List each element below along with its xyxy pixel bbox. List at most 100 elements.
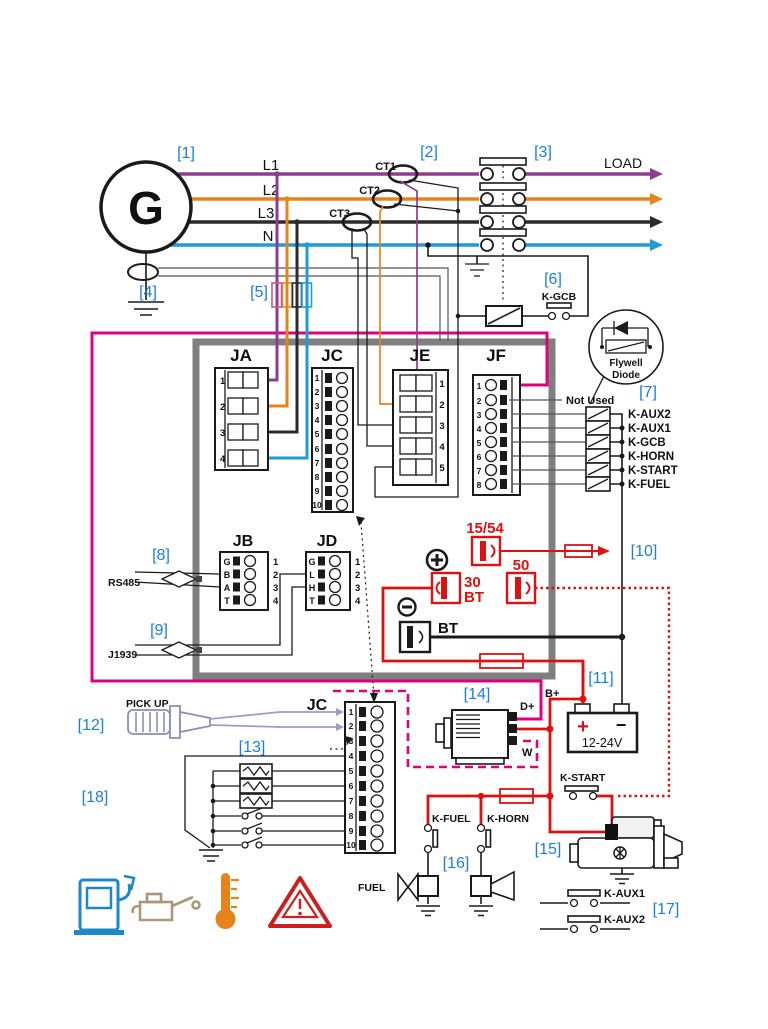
jc-pins: 1 2 3 4 5 6 7 8 9 10	[312, 371, 349, 512]
terminal-30-label: 30	[464, 574, 481, 591]
phase-label-l1: L1	[263, 157, 280, 174]
callout-15: [15]	[535, 841, 562, 858]
relay-khorn-label: K-HORN	[628, 451, 674, 463]
current-transformers: CT1 CT2 CT3	[329, 161, 461, 498]
k-fuel-contact-label: K-FUEL	[432, 813, 471, 825]
controller-box	[192, 338, 556, 680]
callout-8: [8]	[152, 547, 170, 564]
battery-plus: +	[577, 716, 589, 738]
relay-kfuel-label: K-FUEL	[628, 479, 670, 491]
svg-text:4: 4	[355, 596, 361, 607]
svg-text:7: 7	[477, 466, 482, 476]
callout-18: [18]	[82, 789, 109, 806]
load-arrow-n	[650, 239, 663, 251]
relay-kstart-label: K-START	[628, 465, 678, 477]
alternator: D+ W	[435, 701, 534, 765]
ct2-label: CT2	[359, 185, 380, 197]
svg-text:8: 8	[477, 480, 482, 490]
k-aux1-contact-label: K-AUX1	[604, 888, 645, 900]
jc-label: JC	[321, 346, 343, 365]
connector-ja: JA 1 2 3 4	[214, 346, 269, 471]
w-signal-dashed-route	[333, 689, 539, 769]
svg-text:2: 2	[273, 570, 278, 581]
svg-text:3: 3	[315, 401, 320, 411]
voltage-sense-loop	[90, 331, 549, 769]
je-label: JE	[410, 346, 431, 365]
callout-6: [6]	[544, 271, 562, 288]
callout-17: [17]	[653, 901, 680, 918]
svg-text:1: 1	[315, 373, 320, 383]
svg-text:1: 1	[349, 707, 354, 717]
callout-14: [14]	[464, 686, 491, 703]
ct3-label: CT3	[329, 208, 350, 220]
jd-label: JD	[317, 533, 337, 550]
svg-text:10: 10	[312, 500, 322, 510]
voltage-sense-drops	[268, 174, 313, 460]
line-fuses	[271, 282, 313, 308]
svg-text:2: 2	[349, 721, 354, 731]
jc-external-label: JC	[307, 697, 328, 714]
relay-outputs: Not Used K-AUX2 K-AUX1 K-GCB K-HORN K-ST…	[509, 395, 678, 704]
svg-text:1: 1	[439, 379, 445, 390]
svg-text:3: 3	[349, 736, 354, 746]
svg-text:6: 6	[315, 444, 320, 454]
generator: G	[99, 160, 449, 341]
k-horn-contact-label: K-HORN	[487, 813, 529, 825]
svg-text:8: 8	[349, 811, 354, 821]
callout-2: [2]	[420, 144, 438, 161]
pickup-label: PICK UP	[126, 698, 169, 710]
svg-text:4: 4	[439, 442, 445, 453]
ja-pin-1: 1	[220, 376, 226, 387]
svg-text:4: 4	[349, 751, 354, 761]
svg-text:T: T	[309, 596, 315, 606]
svg-text:10: 10	[346, 840, 356, 850]
callout-labels: [1] [2] [3] [4] [5] [6] [7] [8] [9] [11]…	[78, 144, 680, 918]
generator-ground-symbol	[128, 301, 164, 316]
k-aux2-contact-label: K-AUX2	[604, 914, 645, 926]
svg-text:4: 4	[273, 596, 279, 607]
svg-text:9: 9	[349, 826, 354, 836]
connector-jd: JD G L H T 1 2 3 4	[305, 533, 361, 611]
k-start-contact-label: K-START	[560, 772, 606, 784]
svg-text:1: 1	[477, 381, 482, 391]
connector-jf: JF 1 2 3 4 5 6 7 8	[472, 346, 521, 496]
oil-can-icon	[131, 892, 201, 922]
relay-kgcb-label: K-GCB	[628, 437, 666, 449]
callout-13: [13]	[239, 739, 266, 756]
svg-text:3: 3	[477, 410, 482, 420]
svg-text:7: 7	[349, 796, 354, 806]
svg-text:G: G	[308, 557, 315, 567]
svg-text:6: 6	[349, 781, 354, 791]
svg-text:2: 2	[477, 396, 482, 406]
callout-10: [10]	[631, 543, 658, 560]
load-label: LOAD	[604, 155, 642, 171]
ja-pin-4: 4	[220, 454, 226, 465]
svg-text:5: 5	[439, 463, 445, 474]
callout-3: [3]	[534, 144, 552, 161]
kgcb-aux-contact-label: K-GCB	[542, 291, 577, 303]
svg-text:9: 9	[315, 486, 320, 496]
svg-text:L: L	[309, 570, 315, 580]
callout-7: [7]	[639, 384, 657, 401]
phase-label-n: N	[263, 228, 274, 245]
svg-text:2: 2	[355, 570, 360, 581]
b-plus-label: B+	[545, 688, 559, 700]
connector-jb: JB G B A T 1 2 3 4	[219, 533, 279, 611]
svg-text:T: T	[224, 596, 230, 606]
svg-text:6: 6	[477, 452, 482, 462]
connector-jc-internal: JC 1 2 3 4 5 6 7 8 9 10	[311, 346, 354, 513]
terminal-15-54-label: 15/54	[466, 520, 504, 537]
callout-9: [9]	[150, 622, 168, 639]
starter-motor	[569, 816, 683, 885]
svg-text:3: 3	[273, 583, 278, 594]
resistive-and-switch-senders	[184, 755, 345, 862]
horn-symbol	[490, 870, 515, 902]
phase-label-l2: L2	[263, 182, 280, 199]
ct1-label: CT1	[375, 161, 396, 173]
flywheel-diode-text-2: Diode	[612, 370, 640, 381]
status-icons	[74, 873, 332, 935]
callout-4: [4]	[139, 284, 157, 301]
d-plus-label: D+	[520, 701, 534, 713]
connector-je: JE 1 2 3 4 5	[392, 346, 449, 486]
terminal-bt-label: BT	[438, 620, 458, 637]
